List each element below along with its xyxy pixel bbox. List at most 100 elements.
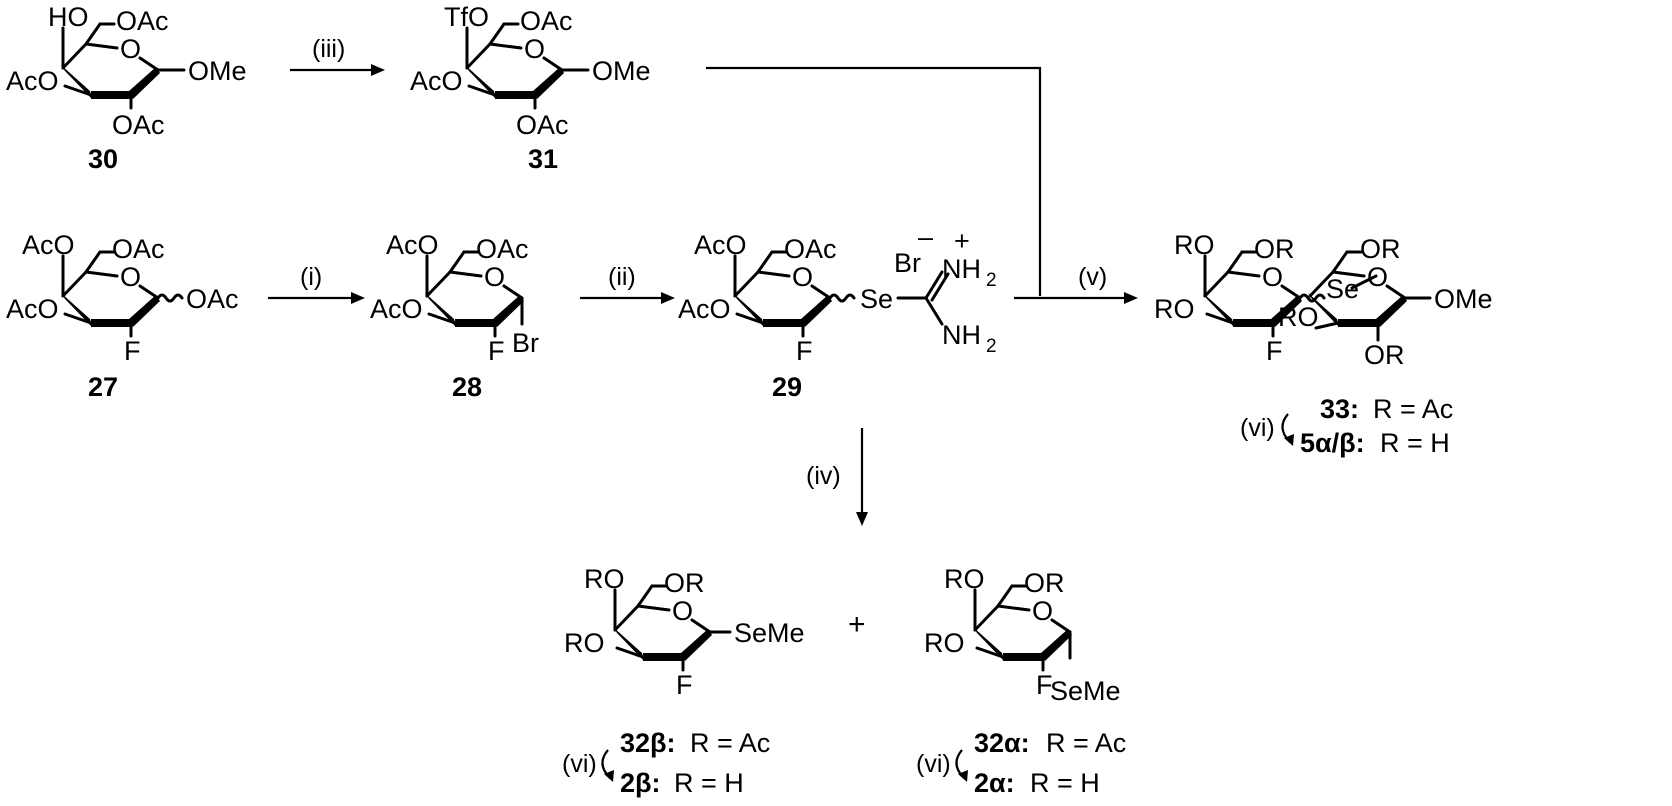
cation-charge: + bbox=[954, 226, 970, 256]
methoxy-label: OMe bbox=[1434, 284, 1493, 314]
compound-32a-structure: O RO OR RO F SeMe bbox=[924, 564, 1121, 706]
fluorine-label: F bbox=[1266, 336, 1283, 366]
acetoxy-label: OAc bbox=[112, 234, 165, 264]
compound-32b-definition: R = Ac bbox=[690, 728, 770, 758]
fluorine-label: F bbox=[676, 670, 693, 700]
acetoxy-label: AcO bbox=[6, 66, 59, 96]
compound-30-structure: O HO OAc AcO OAc OMe bbox=[6, 2, 247, 140]
compound-33-definition: R = Ac bbox=[1373, 394, 1453, 424]
acetoxy-label: OAc bbox=[784, 234, 837, 264]
acetoxy-label: OAc bbox=[520, 6, 573, 36]
alkoxy-label: RO bbox=[944, 564, 985, 594]
compound-2a-definition: R = H bbox=[1030, 768, 1100, 798]
acetoxy-label: AcO bbox=[410, 66, 463, 96]
acetoxy-label: AcO bbox=[6, 294, 59, 324]
compound-number-5: 5α/β: bbox=[1300, 428, 1365, 458]
alkoxy-label: RO bbox=[564, 628, 605, 658]
compound-28-structure: O AcO OAc AcO F Br bbox=[370, 230, 539, 366]
acetoxy-label: AcO bbox=[370, 294, 423, 324]
wavy-anomeric-bond bbox=[156, 293, 184, 303]
compound-number-28: 28 bbox=[452, 372, 482, 402]
fluorine-label: F bbox=[488, 336, 505, 366]
alkoxy-label: RO bbox=[1278, 302, 1319, 332]
reagent-i-label: (i) bbox=[300, 263, 322, 291]
compound-number-27: 27 bbox=[88, 372, 118, 402]
ring-oxygen: O bbox=[1367, 262, 1388, 292]
compound-number-2a: 2α: bbox=[974, 768, 1015, 798]
subscript-2: 2 bbox=[986, 270, 997, 291]
acetoxy-label: OAc bbox=[516, 110, 569, 140]
reagent-v-label: (v) bbox=[1078, 263, 1107, 291]
methylseleno-label: SeMe bbox=[1050, 676, 1121, 706]
selenium-label: Se bbox=[1326, 274, 1359, 304]
ring-oxygen: O bbox=[1032, 596, 1053, 626]
subscript-2: 2 bbox=[986, 336, 997, 357]
acetoxy-label: OAc bbox=[116, 6, 169, 36]
hydroxy-label: HO bbox=[48, 2, 89, 32]
selenium-label: Se bbox=[860, 284, 893, 314]
compound-32a-definition: R = Ac bbox=[1046, 728, 1126, 758]
ring-oxygen: O bbox=[120, 262, 141, 292]
alkoxy-label: RO bbox=[924, 628, 965, 658]
compound-33-glucose-structure: O OR RO OR OMe bbox=[1278, 234, 1493, 370]
wavy-anomeric-bond bbox=[1298, 293, 1326, 303]
compound-2b-definition: R = H bbox=[674, 768, 744, 798]
ring-oxygen: O bbox=[1262, 262, 1283, 292]
compound-number-29: 29 bbox=[772, 372, 802, 402]
methoxy-label: OMe bbox=[188, 56, 247, 86]
methoxy-label: OMe bbox=[592, 56, 651, 86]
acetoxy-label: OAc bbox=[186, 284, 239, 314]
compound-27-structure: O AcO OAc AcO F OAc bbox=[6, 230, 239, 366]
connector-line bbox=[706, 66, 1042, 296]
anion-charge: – bbox=[918, 222, 933, 252]
bromine-label: Br bbox=[512, 328, 539, 358]
compound-33-structure: O RO OR RO F Se bbox=[1154, 230, 1378, 366]
reagent-vi-label: (vi) bbox=[916, 750, 951, 778]
acetoxy-label: AcO bbox=[694, 230, 747, 260]
alkoxy-label: RO bbox=[584, 564, 625, 594]
ring-oxygen: O bbox=[524, 34, 545, 64]
compound-number-33: 33: bbox=[1320, 394, 1359, 424]
compound-31-structure: O TfO OAc AcO OAc OMe bbox=[410, 2, 651, 140]
reagent-vi-label: (vi) bbox=[1240, 414, 1275, 442]
acetoxy-label: AcO bbox=[386, 230, 439, 260]
triflate-label: TfO bbox=[444, 2, 489, 32]
ring-oxygen: O bbox=[120, 34, 141, 64]
acetoxy-label: OAc bbox=[476, 234, 529, 264]
alkoxy-label: RO bbox=[1154, 294, 1195, 324]
reagent-vi-label: (vi) bbox=[562, 750, 597, 778]
fluorine-label: F bbox=[124, 336, 141, 366]
methylseleno-label: SeMe bbox=[734, 618, 805, 648]
compound-29-structure: O AcO OAc AcO F Se NH 2 NH 2 + Br – bbox=[678, 222, 997, 366]
alkoxy-label: OR bbox=[1024, 568, 1065, 598]
fluorine-label: F bbox=[1036, 670, 1053, 700]
wavy-anomeric-bond bbox=[828, 293, 856, 303]
compound-32b-structure: O RO OR RO F SeMe bbox=[564, 564, 805, 700]
reagent-iv-label: (iv) bbox=[806, 462, 841, 490]
amino-label: NH bbox=[942, 320, 981, 350]
acetoxy-label: AcO bbox=[22, 230, 75, 260]
alkoxy-label: OR bbox=[1254, 234, 1295, 264]
plus-sign: + bbox=[848, 608, 866, 641]
bromide-counterion: Br bbox=[894, 248, 921, 278]
alkoxy-label: OR bbox=[1360, 234, 1401, 264]
amino-label: NH bbox=[942, 254, 981, 284]
ring-oxygen: O bbox=[792, 262, 813, 292]
compound-number-30: 30 bbox=[88, 144, 118, 174]
acetoxy-label: OAc bbox=[112, 110, 165, 140]
compound-number-2b: 2β: bbox=[620, 768, 661, 798]
compound-5-definition: R = H bbox=[1380, 428, 1450, 458]
ring-oxygen: O bbox=[672, 596, 693, 626]
compound-number-32b: 32β: bbox=[620, 728, 676, 758]
fluorine-label: F bbox=[796, 336, 813, 366]
alkoxy-label: OR bbox=[664, 568, 705, 598]
reagent-ii-label: (ii) bbox=[608, 263, 636, 291]
compound-number-32a: 32α: bbox=[974, 728, 1030, 758]
ring-oxygen: O bbox=[484, 262, 505, 292]
alkoxy-label: RO bbox=[1174, 230, 1215, 260]
compound-number-31: 31 bbox=[528, 144, 558, 174]
reagent-iii-label: (iii) bbox=[312, 35, 345, 63]
acetoxy-label: AcO bbox=[678, 294, 731, 324]
